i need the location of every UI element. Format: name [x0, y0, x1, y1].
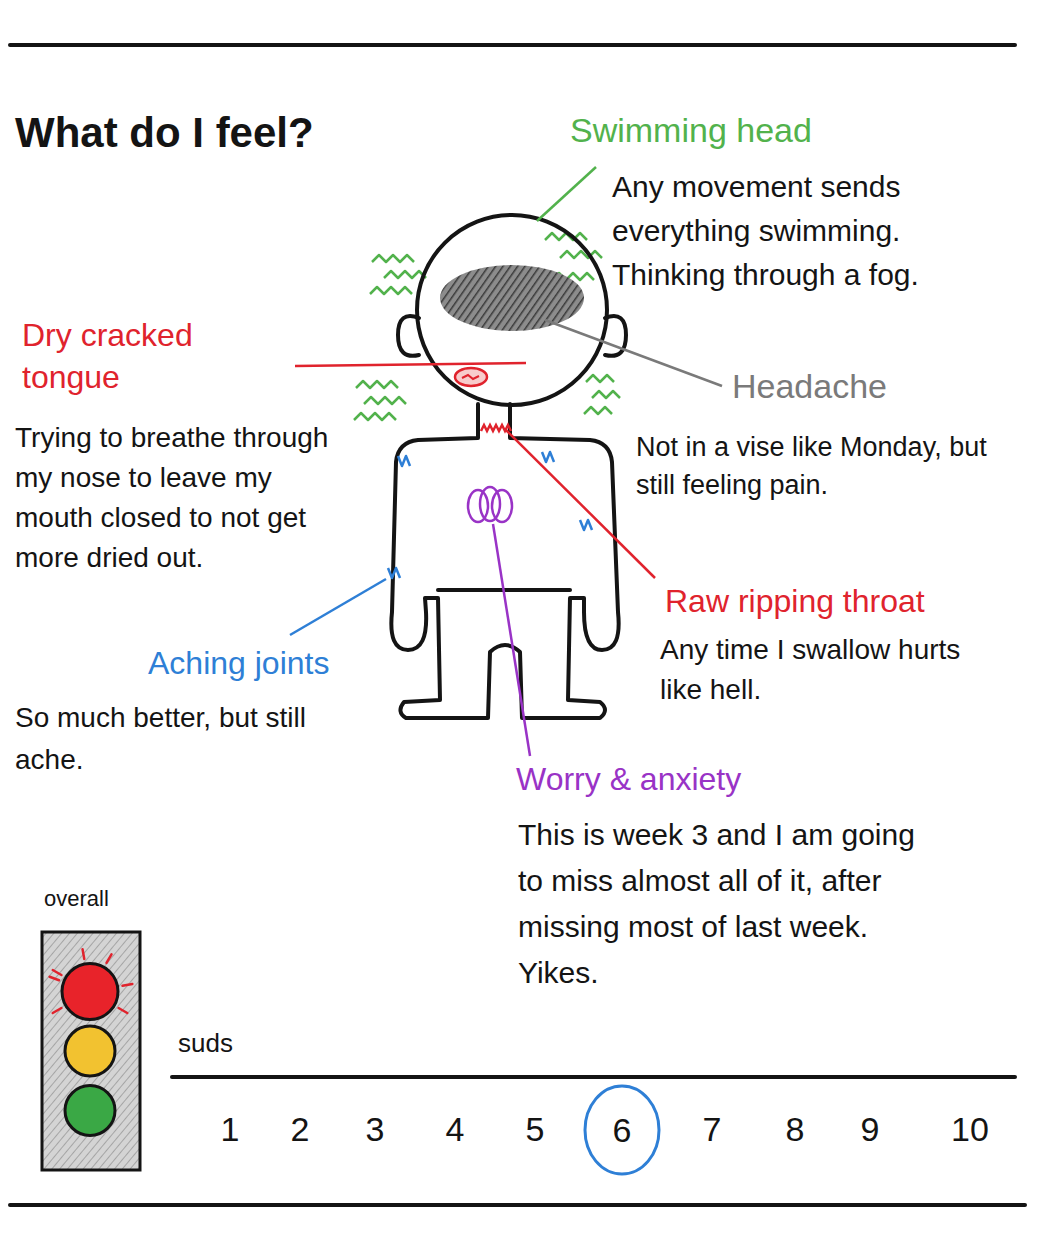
joint-mark: [388, 568, 400, 578]
glow-ray: [107, 954, 112, 963]
leader-line: [506, 430, 655, 578]
joint-mark: [542, 452, 554, 462]
bottom-rule: [10, 1203, 1025, 1207]
glow-ray: [53, 1008, 62, 1013]
squiggle: [586, 375, 614, 382]
scale-number: 7: [672, 1109, 752, 1150]
symptom-note: So much better, but still ache.: [15, 697, 345, 781]
symptom-heading: Swimming head: [570, 110, 812, 151]
glow-ray: [119, 1008, 128, 1013]
joint-marks: [388, 452, 592, 578]
scale-number: 4: [415, 1109, 495, 1150]
squiggle: [364, 397, 406, 404]
scale-number: 10: [930, 1109, 1010, 1150]
page-title: What do I feel?: [15, 108, 314, 158]
signal-lamp: [65, 1086, 115, 1136]
scale-number: 8: [755, 1109, 835, 1150]
leader-line: [545, 320, 722, 386]
scale-number: 3: [335, 1109, 415, 1150]
scale-rule: [172, 1075, 1015, 1079]
squiggle: [372, 255, 414, 262]
symptom-heading: Worry & anxiety: [516, 760, 741, 798]
leader-line: [493, 524, 530, 756]
scale-number: 1: [190, 1109, 270, 1150]
tongue-crack: [462, 375, 479, 379]
symptom-note: Trying to breathe through my nose to lea…: [15, 418, 335, 578]
signal-lamp: [65, 1026, 115, 1076]
body-outline: [391, 404, 618, 718]
overall-signal: overall: [38, 886, 148, 1174]
squiggle: [560, 251, 602, 258]
symptom-note: Not in a vise like Monday, but still fee…: [636, 428, 1026, 504]
signal-heading: overall: [38, 886, 148, 912]
tongue: [455, 368, 487, 386]
symptom-heading: Raw ripping throat: [665, 582, 925, 620]
symptom-note: Any movement sends everything swimming. …: [612, 165, 1012, 297]
squiggle: [370, 287, 412, 294]
signal-lamp: [62, 964, 118, 1020]
symptom-heading: Dry cracked tongue: [22, 314, 237, 398]
scale-number: 9: [830, 1109, 910, 1150]
leader-line: [290, 579, 386, 635]
scale-label: suds: [178, 1028, 233, 1059]
symptom-note: This is week 3 and I am going to miss al…: [518, 812, 918, 996]
scale-number: 2: [260, 1109, 340, 1150]
squiggle: [384, 271, 426, 278]
signal-housing: [42, 932, 140, 1170]
squiggle: [592, 391, 620, 398]
symptom-heading: Headache: [732, 366, 887, 407]
symptom-note: Any time I swallow hurts like hell.: [660, 630, 990, 710]
head-outline: [417, 215, 607, 405]
squiggle: [356, 381, 398, 388]
scribble-loop: [492, 490, 512, 522]
leader-line: [295, 363, 526, 366]
squiggle: [584, 407, 612, 414]
scale-number: 5: [495, 1109, 575, 1150]
glow-ray: [83, 949, 85, 959]
joint-mark: [580, 520, 592, 530]
circled-rating: 6: [582, 1083, 662, 1177]
top-rule: [10, 43, 1015, 47]
glow-ray: [50, 977, 59, 980]
joint-mark: [398, 456, 410, 466]
rating-ring: [585, 1086, 659, 1174]
symptom-heading: Aching joints: [148, 644, 329, 682]
glow-ray: [53, 970, 62, 975]
chest-scribble: [468, 487, 512, 522]
swimming-squiggles: [354, 233, 620, 420]
headache-shading: [440, 265, 584, 331]
node-outline: [38, 886, 148, 1174]
rating-number: 6: [613, 1110, 632, 1151]
left-ear: [398, 316, 419, 356]
leader-line: [537, 167, 596, 221]
squiggle: [354, 413, 396, 420]
glow-ray: [122, 984, 132, 986]
